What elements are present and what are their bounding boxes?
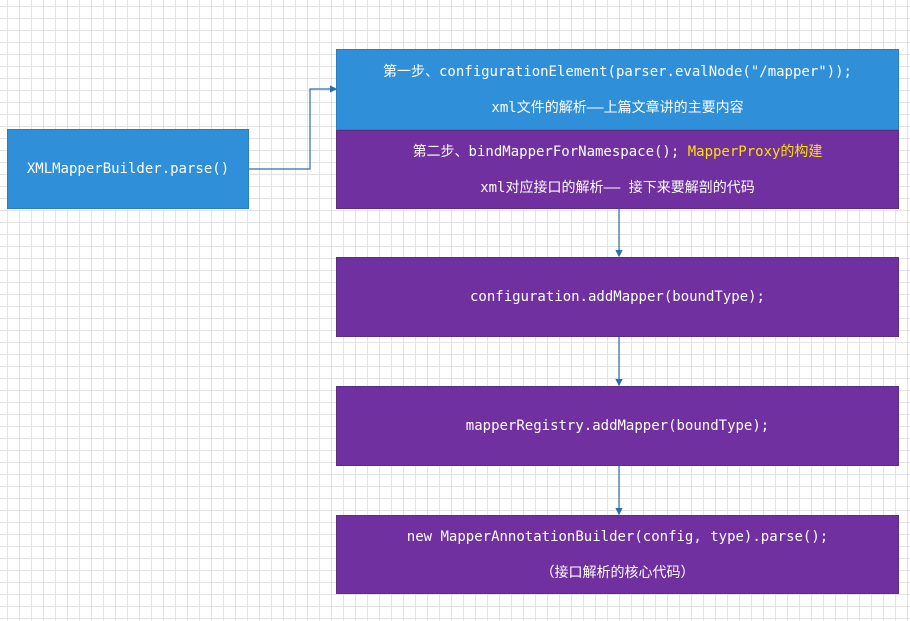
connector-source-to-step1 <box>249 85 338 170</box>
step3-box: configuration.addMapper(boundType); <box>336 257 899 337</box>
step1-line2: xml文件的解析——上篇文章讲的主要内容 <box>491 99 744 116</box>
step1-line1: 第一步、configurationElement(parser.evalNode… <box>382 63 852 80</box>
step3-line1: configuration.addMapper(boundType); <box>469 289 765 305</box>
step1-box: 第一步、configurationElement(parser.evalNode… <box>336 49 899 130</box>
step2-highlight: MapperProxy的构建 <box>687 143 823 160</box>
step2-box: 第二步、bindMapperForNamespace(); MapperProx… <box>336 130 899 209</box>
step4-box: mapperRegistry.addMapper(boundType); <box>336 386 899 466</box>
source-label: XMLMapperBuilder.parse() <box>26 161 230 177</box>
step5-box: new MapperAnnotationBuilder(config, type… <box>336 515 899 594</box>
step5-line1: new MapperAnnotationBuilder(config, type… <box>406 528 829 545</box>
step2-line2: xml对应接口的解析—— 接下来要解剖的代码 <box>480 179 755 196</box>
step4-line1: mapperRegistry.addMapper(boundType); <box>465 418 770 434</box>
step5-line2: （接口解析的核心代码） <box>540 564 695 581</box>
step2-line1-prefix: 第二步、bindMapperForNamespace(); <box>412 143 688 160</box>
source-box: XMLMapperBuilder.parse() <box>7 129 249 209</box>
step2-line1: 第二步、bindMapperForNamespace(); MapperProx… <box>413 142 823 162</box>
